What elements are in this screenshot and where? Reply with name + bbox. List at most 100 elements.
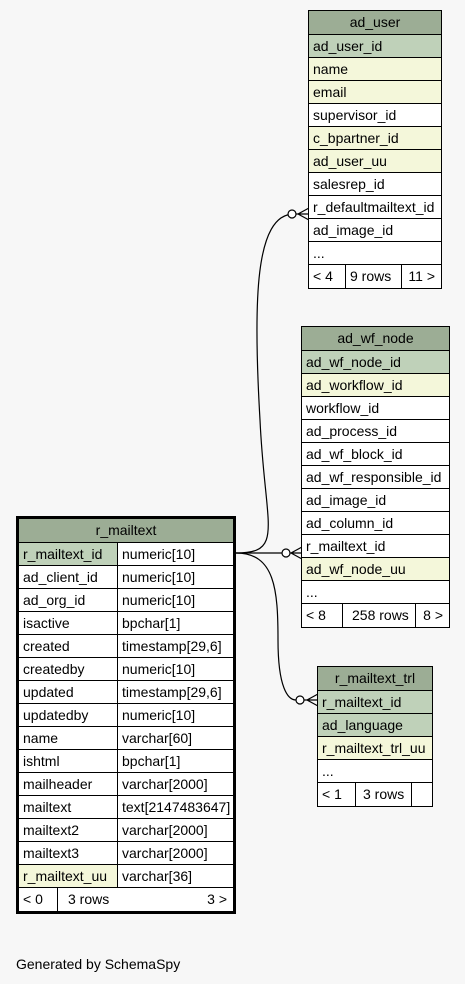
column-row[interactable]: ad_wf_block_id <box>302 443 449 466</box>
column-row[interactable]: ... <box>309 242 441 265</box>
column-name: mailtext <box>19 796 117 818</box>
column-name: ad_wf_node_id <box>306 354 401 370</box>
column-row[interactable]: workflow_id <box>302 397 449 420</box>
table-footer: < 1 3 rows <box>318 783 432 806</box>
column-row[interactable]: ad_user_uu <box>309 150 441 173</box>
column-row[interactable]: ad_column_id <box>302 512 449 535</box>
column-name: updatedby <box>19 704 117 726</box>
parents-link[interactable]: < 4 <box>313 268 333 284</box>
column-row[interactable]: ad_image_id <box>309 219 441 242</box>
edge-ad-user-crowfoot <box>296 207 310 221</box>
row-count: 9 rows <box>345 265 401 288</box>
column-name: ad_org_id <box>19 589 117 611</box>
column-type: numeric[10] <box>117 658 233 680</box>
column-name: ad_user_id <box>313 38 383 54</box>
edge-r-mailtext-to-r-mailtext-trl <box>235 552 297 701</box>
column-row[interactable]: ad_workflow_id <box>302 374 449 397</box>
children-link[interactable]: 11 > <box>401 265 441 288</box>
children-link[interactable]: 8 > <box>415 604 449 627</box>
table-ad-wf-node[interactable]: ad_wf_node ad_wf_node_id ad_workflow_id … <box>301 326 450 628</box>
table-footer: < 8 258 rows 8 > <box>302 604 449 627</box>
column-name: email <box>313 84 347 100</box>
table-r-mailtext-trl-title[interactable]: r_mailtext_trl <box>318 667 432 691</box>
column-name: updated <box>19 681 117 703</box>
edge-r-mailtext-trl-crowfoot <box>304 693 319 707</box>
column-name: ad_process_id <box>306 423 398 439</box>
column-name: isactive <box>19 612 117 634</box>
column-type: varchar[2000] <box>117 773 233 795</box>
column-row[interactable]: ... <box>318 760 432 783</box>
column-row[interactable]: ad_wf_responsible_id <box>302 466 449 489</box>
column-name: ad_column_id <box>306 515 394 531</box>
column-row[interactable]: salesrep_id <box>309 173 441 196</box>
column-row[interactable]: supervisor_id <box>309 104 441 127</box>
column-row[interactable]: c_bpartner_id <box>309 127 441 150</box>
column-row[interactable]: ad_image_id <box>302 489 449 512</box>
column-type: varchar[2000] <box>117 819 233 841</box>
table-ad-user[interactable]: ad_user ad_user_id name email supervisor… <box>308 10 442 289</box>
column-row[interactable]: ad_wf_node_uu <box>302 558 449 581</box>
column-name: ... <box>313 245 325 261</box>
column-row[interactable]: ad_process_id <box>302 420 449 443</box>
table-ad-user-title[interactable]: ad_user <box>309 11 441 35</box>
column-name: mailheader <box>19 773 117 795</box>
column-name: salesrep_id <box>313 176 385 192</box>
column-name: name <box>19 727 117 749</box>
parents-link[interactable]: < 0 <box>23 891 43 907</box>
column-name: mailtext2 <box>19 819 117 841</box>
column-row[interactable]: ... <box>302 581 449 604</box>
table-footer: < 4 9 rows 11 > <box>309 265 441 288</box>
children-link[interactable]: 3 > <box>207 891 227 907</box>
column-name: ad_language <box>322 717 403 733</box>
column-row[interactable]: r_mailtext_id <box>318 691 432 714</box>
table-r-mailtext-title[interactable]: r_mailtext <box>19 519 233 543</box>
column-type: bpchar[1] <box>117 612 233 634</box>
column-row[interactable]: ad_language <box>318 714 432 737</box>
children-link[interactable] <box>411 783 432 806</box>
column-name: ... <box>322 763 334 779</box>
generated-by-text: Generated by SchemaSpy <box>16 956 181 972</box>
column-type: bpchar[1] <box>117 750 233 772</box>
column-name: ad_wf_node_uu <box>306 561 406 577</box>
column-row[interactable]: ad_user_id <box>309 35 441 58</box>
edge-ad-wf-node-zero-marker <box>281 548 291 558</box>
table-r-mailtext-trl[interactable]: r_mailtext_trl r_mailtext_id ad_language… <box>317 666 433 807</box>
column-name: supervisor_id <box>313 107 397 123</box>
column-name: r_defaultmailtext_id <box>313 199 435 215</box>
column-name: ad_wf_block_id <box>306 446 403 462</box>
table-ad-wf-node-title[interactable]: ad_wf_node <box>302 327 449 351</box>
column-type: varchar[36] <box>117 865 233 887</box>
column-row[interactable]: name <box>309 58 441 81</box>
column-name: r_mailtext_trl_uu <box>322 740 426 756</box>
column-row[interactable]: r_mailtext_trl_uu <box>318 737 432 760</box>
parents-link[interactable]: < 1 <box>322 786 342 802</box>
table-footer: < 0 3 rows 3 > <box>19 888 233 911</box>
column-type: timestamp[29,6] <box>117 635 233 657</box>
column-row[interactable]: r_mailtext_id <box>302 535 449 558</box>
column-name: workflow_id <box>306 400 380 416</box>
parents-link[interactable]: < 8 <box>306 607 326 623</box>
column-row[interactable]: email <box>309 81 441 104</box>
column-row[interactable]: ad_wf_node_id <box>302 351 449 374</box>
column-name: r_mailtext_id <box>322 694 402 710</box>
column-name: mailtext3 <box>19 842 117 864</box>
column-name: ad_image_id <box>313 222 394 238</box>
column-type: varchar[2000] <box>117 842 233 864</box>
column-row[interactable]: r_defaultmailtext_id <box>309 196 441 219</box>
